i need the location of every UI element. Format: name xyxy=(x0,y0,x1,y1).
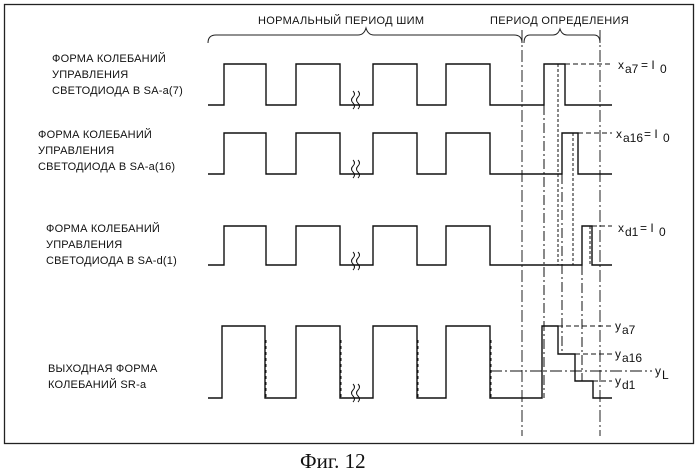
drive-waveform-sa-a16 xyxy=(208,133,612,174)
svg-text:a16: a16 xyxy=(623,131,643,145)
break-marks xyxy=(352,91,360,402)
svg-text:d1: d1 xyxy=(622,378,636,392)
detection-period-brace xyxy=(524,29,600,43)
annotation-xa16-equals-i0: x a16 = I 0 xyxy=(616,127,670,145)
row-label-sa-a7: ФОРМА КОЛЕБАНИЙ УПРАВЛЕНИЯ СВЕТОДИОДА В … xyxy=(52,52,183,97)
row-output-sr-a: ВЫХОДНАЯ ФОРМА КОЛЕБАНИЙ SR-a y a7 y a16… xyxy=(48,105,669,398)
svg-text:x: x xyxy=(618,58,624,72)
annotation-yL: y L xyxy=(655,364,669,382)
svg-text:0: 0 xyxy=(663,131,670,145)
svg-text:a16: a16 xyxy=(622,351,642,365)
svg-text:y: y xyxy=(655,364,661,378)
drive-waveform-sa-d1 xyxy=(208,226,612,265)
svg-text:a7: a7 xyxy=(622,323,636,337)
output-waveform-sr-a xyxy=(208,326,612,398)
svg-text:0: 0 xyxy=(660,62,667,76)
svg-text:a7: a7 xyxy=(625,62,639,76)
svg-text:y: y xyxy=(615,374,621,388)
svg-text:y: y xyxy=(615,347,621,361)
drive-waveform-sa-a7 xyxy=(208,64,612,105)
annotation-ya16: y a16 xyxy=(615,347,642,365)
figure-caption: Фиг. 12 xyxy=(300,449,366,473)
svg-text:y: y xyxy=(615,319,621,333)
svg-text:= I: = I xyxy=(640,221,654,235)
svg-text:= I: = I xyxy=(641,58,655,72)
annotation-xd1-equals-i0: x d1 = I 0 xyxy=(618,221,666,239)
normal-period-brace xyxy=(208,28,522,43)
detection-period-label: ПЕРИОД ОПРЕДЕЛЕНИЯ xyxy=(490,15,629,27)
svg-text:= I: = I xyxy=(644,127,658,141)
normal-period-label: НОРМАЛЬНЫЙ ПЕРИОД ШИМ xyxy=(258,14,424,27)
svg-text:0: 0 xyxy=(659,225,666,239)
svg-text:x: x xyxy=(616,127,622,141)
svg-text:L: L xyxy=(662,368,669,382)
annotation-xa7-equals-i0: x a7 = I 0 xyxy=(618,58,667,76)
annotation-ya7: y a7 xyxy=(615,319,636,337)
row-label-output-sr-a: ВЫХОДНАЯ ФОРМА КОЛЕБАНИЙ SR-a xyxy=(48,363,161,391)
svg-text:x: x xyxy=(618,221,624,235)
row-label-sa-a16: ФОРМА КОЛЕБАНИЙ УПРАВЛЕНИЯ СВЕТОДИОДА В … xyxy=(38,128,175,173)
annotation-yd1: y d1 xyxy=(615,374,636,392)
row-label-sa-d1: ФОРМА КОЛЕБАНИЙ УПРАВЛЕНИЯ СВЕТОДИОДА В … xyxy=(46,222,177,267)
row-sa-a16: ФОРМА КОЛЕБАНИЙ УПРАВЛЕНИЯ СВЕТОДИОДА В … xyxy=(38,127,670,265)
svg-text:d1: d1 xyxy=(625,225,639,239)
